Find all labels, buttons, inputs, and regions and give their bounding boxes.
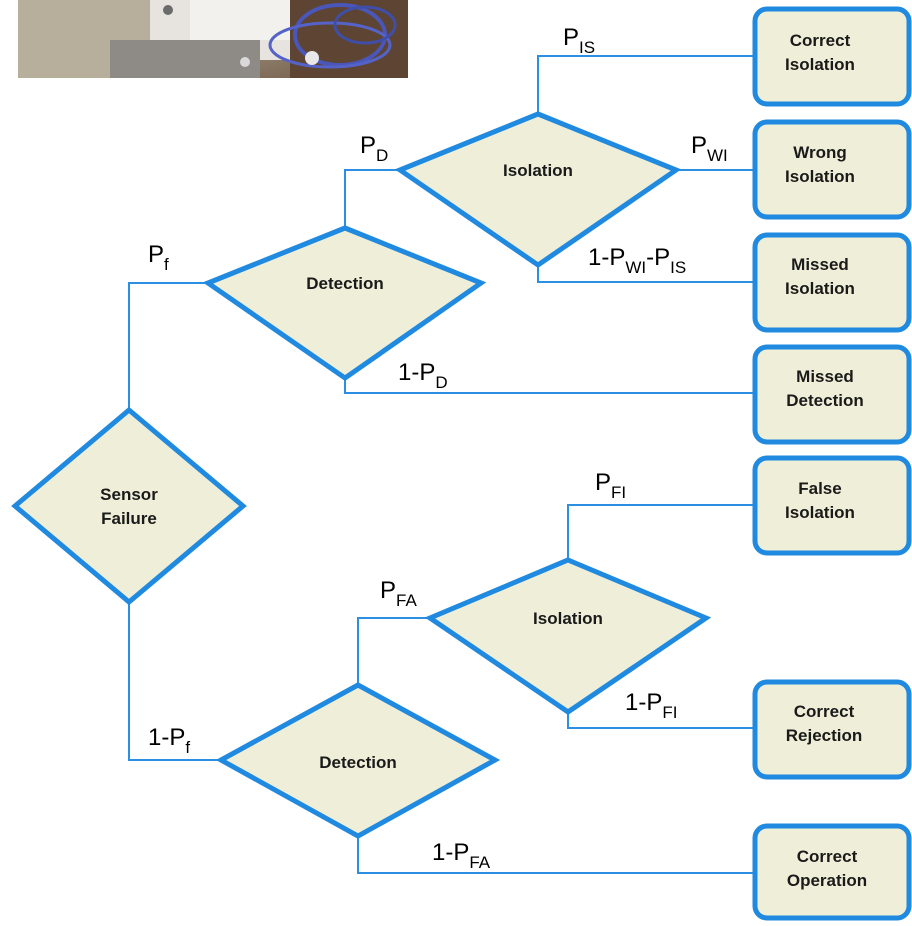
prob-main: 1-P (398, 359, 435, 386)
decision-label: Isolation (503, 161, 573, 180)
prob-1-pf: 1-Pf (148, 724, 190, 757)
line-correct-isolation (537, 55, 753, 112)
label-line: Isolation (785, 279, 855, 298)
line-correct-operation (357, 836, 753, 874)
label-line: Isolation (785, 167, 855, 186)
label-line: Operation (787, 871, 867, 890)
prob-subscript: WI (625, 258, 646, 277)
label-line: Correct (797, 847, 858, 866)
prob-main: 1-P (625, 689, 662, 716)
prob-1-pwi-pis: 1-PWI-PIS (588, 244, 686, 277)
prob-main: P (563, 24, 579, 51)
line-false-isolation (567, 504, 753, 560)
label-line: Sensor (100, 485, 158, 504)
prob-main: -P (646, 244, 670, 271)
label-line: Failure (101, 509, 157, 528)
prob-subscript: f (164, 255, 169, 274)
label-line: Rejection (786, 726, 863, 745)
prob-p-is: PIS (563, 24, 595, 57)
prob-subscript: IS (579, 38, 595, 57)
label-line: Isolation (503, 161, 573, 180)
label-line: Detection (786, 391, 863, 410)
prob-subscript: FA (396, 591, 417, 610)
prob-main: P (148, 241, 164, 268)
prob-main: 1-P (432, 839, 469, 866)
prob-main: P (691, 132, 707, 159)
prob-main: P (380, 577, 396, 604)
label-line: Wrong (793, 143, 847, 162)
label-line: Isolation (785, 55, 855, 74)
label-line: False (798, 479, 841, 498)
decision-detection-top: Detection (202, 225, 487, 382)
prob-subscript: f (185, 738, 190, 757)
label-line: Missed (791, 255, 849, 274)
prob-p-wi: PWI (691, 132, 728, 165)
prob-1-pd: 1-PD (398, 359, 448, 392)
decision-label: Isolation (533, 609, 603, 628)
prob-main: 1-P (588, 244, 625, 271)
label-line: Isolation (533, 609, 603, 628)
hardware-photo (18, 0, 408, 78)
prob-p-fi: PFI (595, 469, 626, 502)
prob-subscript: D (435, 373, 447, 392)
prob-main: P (595, 469, 611, 496)
prob-1-pfa: 1-PFA (432, 839, 491, 872)
decision-label: Detection (319, 753, 396, 772)
line-missed-detection (344, 378, 753, 394)
line-failure-to-detection (128, 282, 207, 408)
prob-subscript: IS (670, 258, 686, 277)
prob-p-d: PD (360, 132, 388, 165)
label-line: Correct (790, 31, 851, 50)
label-line: Detection (319, 753, 396, 772)
prob-main: P (360, 132, 376, 159)
label-line: Isolation (785, 503, 855, 522)
prob-subscript: FI (611, 483, 626, 502)
prob-subscript: FA (469, 853, 490, 872)
prob-subscript: FI (662, 703, 677, 722)
decision-isolation-top: Isolation (394, 111, 682, 269)
prob-1-pfi: 1-PFI (625, 689, 677, 722)
decision-detection-bottom: Detection (215, 682, 501, 839)
label-line: Detection (306, 274, 383, 293)
prob-subscript: WI (707, 146, 728, 165)
probability-labels: PIS PD PWI Pf 1-PWI-PIS 1-PD PFI PFA 1-P… (148, 24, 728, 872)
line-detection-to-isolation-bottom (357, 617, 430, 685)
decision-label: Detection (306, 274, 383, 293)
line-detection-to-isolation (344, 169, 400, 228)
prob-main: 1-P (148, 724, 185, 751)
label-line: Missed (796, 367, 854, 386)
prob-p-f: Pf (148, 241, 169, 274)
prob-p-fa: PFA (380, 577, 417, 610)
prob-subscript: D (376, 146, 388, 165)
decision-isolation-bottom: Isolation (424, 557, 712, 716)
line-nofailure-to-detection (128, 602, 221, 761)
label-line: Correct (794, 702, 855, 721)
